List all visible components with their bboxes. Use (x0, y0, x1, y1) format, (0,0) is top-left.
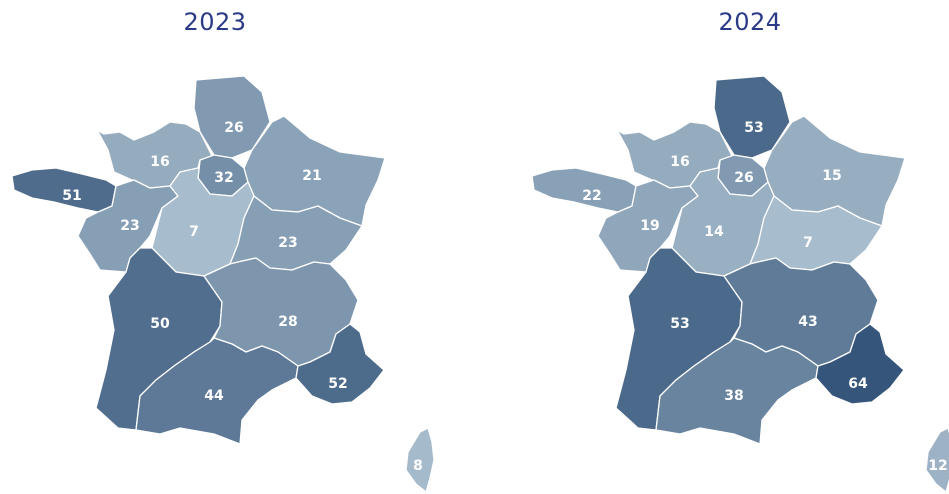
region-value-ara-2023: 28 (278, 314, 297, 330)
region-value-grandest-2024: 15 (822, 168, 841, 184)
region-value-occitanie-2023: 44 (204, 388, 224, 404)
region-value-hauts-2024: 53 (744, 120, 763, 136)
region-value-cvl-2023: 7 (189, 224, 199, 240)
france-map-2023: 26 16 32 21 51 23 7 23 50 28 44 52 8 (11, 75, 435, 493)
region-value-pdl-2024: 19 (640, 218, 659, 234)
region-value-paca-2023: 52 (328, 376, 347, 392)
map-title-2024: 2024 (718, 8, 782, 36)
region-value-normandie-2023: 16 (150, 154, 169, 170)
france-map-2024: 53 16 26 15 22 19 14 7 53 43 38 64 12 (531, 75, 949, 493)
region-value-idf-2023: 32 (214, 170, 233, 186)
region-corse-2023 (405, 427, 435, 493)
region-value-nouvelle-2024: 53 (670, 316, 689, 332)
map-panel-2023: 2023 26 16 32 21 51 23 7 23 50 28 44 52 8 (0, 0, 470, 494)
region-corse-2024 (925, 427, 949, 493)
region-value-nouvelle-2023: 50 (150, 316, 170, 332)
region-hauts-2023 (193, 75, 271, 159)
region-value-ara-2024: 43 (798, 314, 817, 330)
region-value-corse-2023: 8 (413, 458, 423, 474)
region-value-normandie-2024: 16 (670, 154, 689, 170)
region-value-occitanie-2024: 38 (724, 388, 743, 404)
region-paca-2024 (815, 323, 905, 405)
map-regions-2023: 26 16 32 21 51 23 7 23 50 28 44 52 8 (11, 75, 435, 493)
map-title-2023: 2023 (183, 8, 247, 36)
region-value-paca-2024: 64 (848, 376, 868, 392)
region-value-grandest-2023: 21 (302, 168, 321, 184)
region-value-bfc-2024: 7 (803, 235, 813, 251)
region-value-pdl-2023: 23 (120, 218, 139, 234)
map-panel-2024: 2024 53 16 26 15 22 19 14 7 53 43 38 64 12 (520, 0, 949, 494)
region-value-corse-2024: 12 (928, 458, 947, 474)
region-value-bretagne-2023: 51 (62, 188, 81, 204)
region-value-idf-2024: 26 (734, 170, 753, 186)
region-value-hauts-2023: 26 (224, 120, 243, 136)
region-value-cvl-2024: 14 (704, 224, 724, 240)
region-value-bfc-2023: 23 (278, 235, 297, 251)
region-value-bretagne-2024: 22 (582, 188, 601, 204)
region-hauts-2024 (713, 75, 791, 159)
region-paca-2023 (295, 323, 385, 405)
map-regions-2024: 53 16 26 15 22 19 14 7 53 43 38 64 12 (531, 75, 949, 493)
